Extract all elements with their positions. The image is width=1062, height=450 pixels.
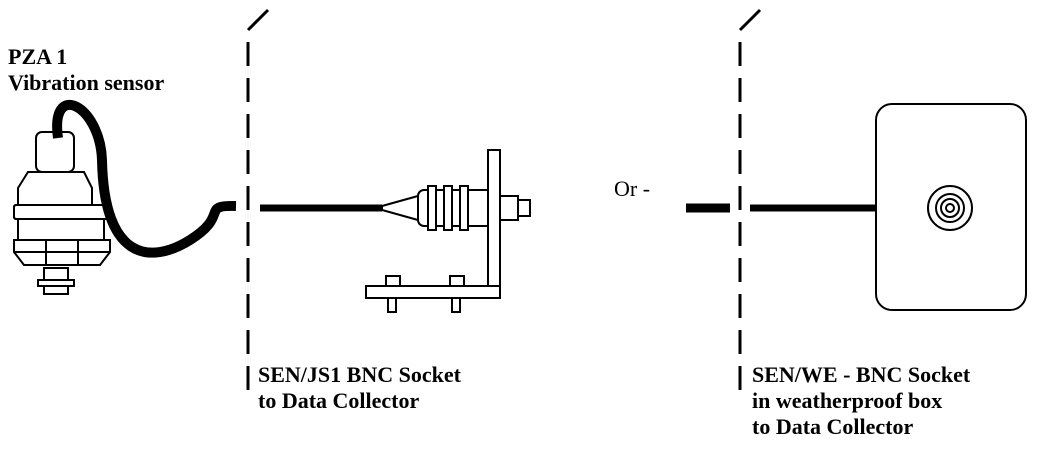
sensor-title: PZA 1 xyxy=(8,44,68,69)
sensor-label: PZA 1 Vibration sensor xyxy=(8,44,164,96)
weatherproof-box-icon xyxy=(875,103,1027,311)
bnc-bracket-socket-icon xyxy=(365,149,531,313)
socket-b-line1: SEN/WE - BNC Socket xyxy=(752,362,971,387)
bnc-connector-icon xyxy=(927,185,973,231)
or-separator: Or - xyxy=(614,176,651,201)
socket-b-line3: to Data Collector xyxy=(752,414,914,439)
divider-left xyxy=(246,8,270,400)
socket-b-line2: in weatherproof box xyxy=(752,388,943,413)
vibration-sensor-icon xyxy=(13,99,237,295)
divider-right xyxy=(738,8,762,400)
sensor-subtitle: Vibration sensor xyxy=(8,70,165,95)
socket-a-label: SEN/JS1 BNC Socket to Data Collector xyxy=(258,362,461,414)
socket-a-line1: SEN/JS1 BNC Socket xyxy=(258,362,461,387)
socket-a-line2: to Data Collector xyxy=(258,388,420,413)
socket-b-label: SEN/WE - BNC Socket in weatherproof box … xyxy=(752,362,970,440)
